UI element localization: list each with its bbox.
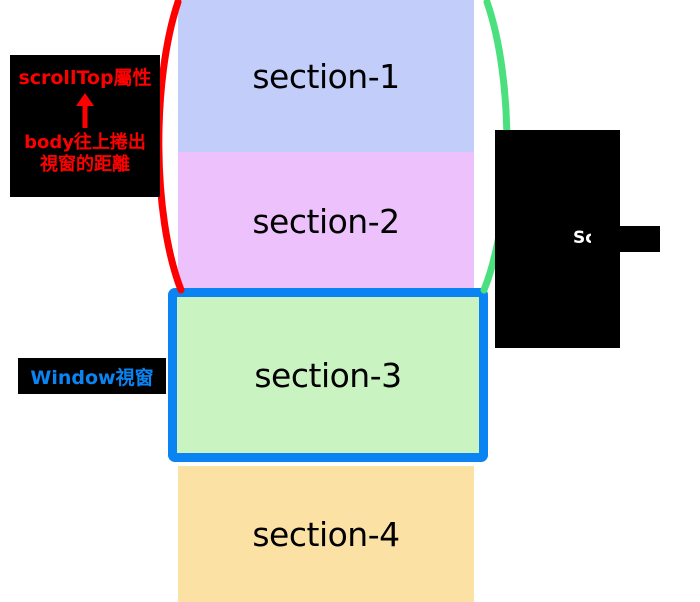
right-callout-redaction-bar [591, 226, 660, 252]
section-2-label: section-2 [252, 201, 400, 241]
up-arrow-icon [76, 93, 94, 129]
scrolltop-callout-heading: scrollTop屬性 [18, 67, 152, 89]
section-4-block: section-4 [178, 466, 474, 602]
section-3-label: section-3 [254, 355, 402, 395]
scrolltop-callout-line-1: body往上捲出 [24, 132, 146, 154]
window-viewport-highlight: section-3 [168, 288, 488, 462]
section-3-block: section-3 [177, 297, 479, 453]
window-viewport-label-text: Window視窗 [30, 366, 154, 389]
section-1-label: section-1 [252, 56, 400, 96]
scrolltop-callout-line-2: 視窗的距離 [40, 153, 130, 175]
scrolltop-callout: scrollTop屬性 body往上捲出 視窗的距離 [10, 55, 160, 197]
section-2-block: section-2 [178, 152, 474, 290]
right-callout-text: Sc [573, 228, 596, 248]
window-viewport-label: Window視窗 [18, 358, 166, 394]
section-1-block: section-1 [178, 0, 474, 152]
section-4-label: section-4 [252, 514, 400, 554]
